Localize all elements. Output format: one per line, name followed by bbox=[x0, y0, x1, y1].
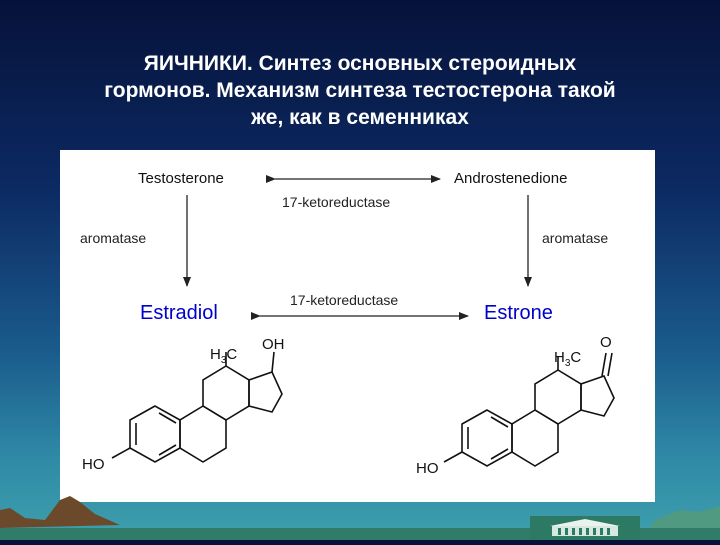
methyl-h: H bbox=[210, 346, 221, 363]
estradiol-ho-label: HO bbox=[82, 456, 105, 473]
left-aromatase-label: aromatase bbox=[80, 230, 147, 246]
slide-title: ЯИЧНИКИ. Синтез основных стероидных горм… bbox=[40, 50, 680, 131]
right-aromatase-label: aromatase bbox=[542, 230, 609, 246]
building-logo-icon bbox=[530, 516, 640, 540]
methyl-sub: 3 bbox=[564, 358, 571, 369]
title-line-2: гормонов. Механизм синтеза тестостерона … bbox=[104, 79, 616, 102]
diagram-lines bbox=[111, 175, 615, 467]
estradiol-methyl-label: H3C bbox=[210, 346, 237, 366]
top-enzyme-label: 17-ketoreductase bbox=[282, 194, 391, 210]
methyl-sub: 3 bbox=[220, 355, 227, 366]
methyl-c: C bbox=[570, 349, 582, 366]
testosterone-label: Testosterone bbox=[138, 170, 224, 187]
building-logo bbox=[530, 516, 640, 540]
steroid-synthesis-diagram: Testosterone Androstenedione 17-ketoredu… bbox=[60, 150, 655, 502]
androstenedione-label: Androstenedione bbox=[454, 170, 568, 187]
estrone-ketone-label: O bbox=[600, 334, 612, 351]
estrone-ho-label: HO bbox=[416, 460, 439, 477]
title-line-1: ЯИЧНИКИ. Синтез основных стероидных bbox=[143, 52, 577, 75]
title-line-3: же, как в семенниках bbox=[251, 106, 469, 129]
estrone-structure bbox=[443, 352, 615, 467]
methyl-h: H bbox=[554, 349, 565, 366]
estradiol-hydroxyl-label: OH bbox=[262, 336, 285, 353]
estrone-methyl-label: H3C bbox=[554, 349, 581, 369]
bottom-enzyme-label: 17-ketoreductase bbox=[290, 292, 399, 308]
methyl-c: C bbox=[226, 346, 238, 363]
estradiol-label: Estradiol bbox=[140, 302, 218, 324]
estradiol-structure bbox=[111, 351, 283, 463]
estrone-label: Estrone bbox=[484, 302, 553, 324]
